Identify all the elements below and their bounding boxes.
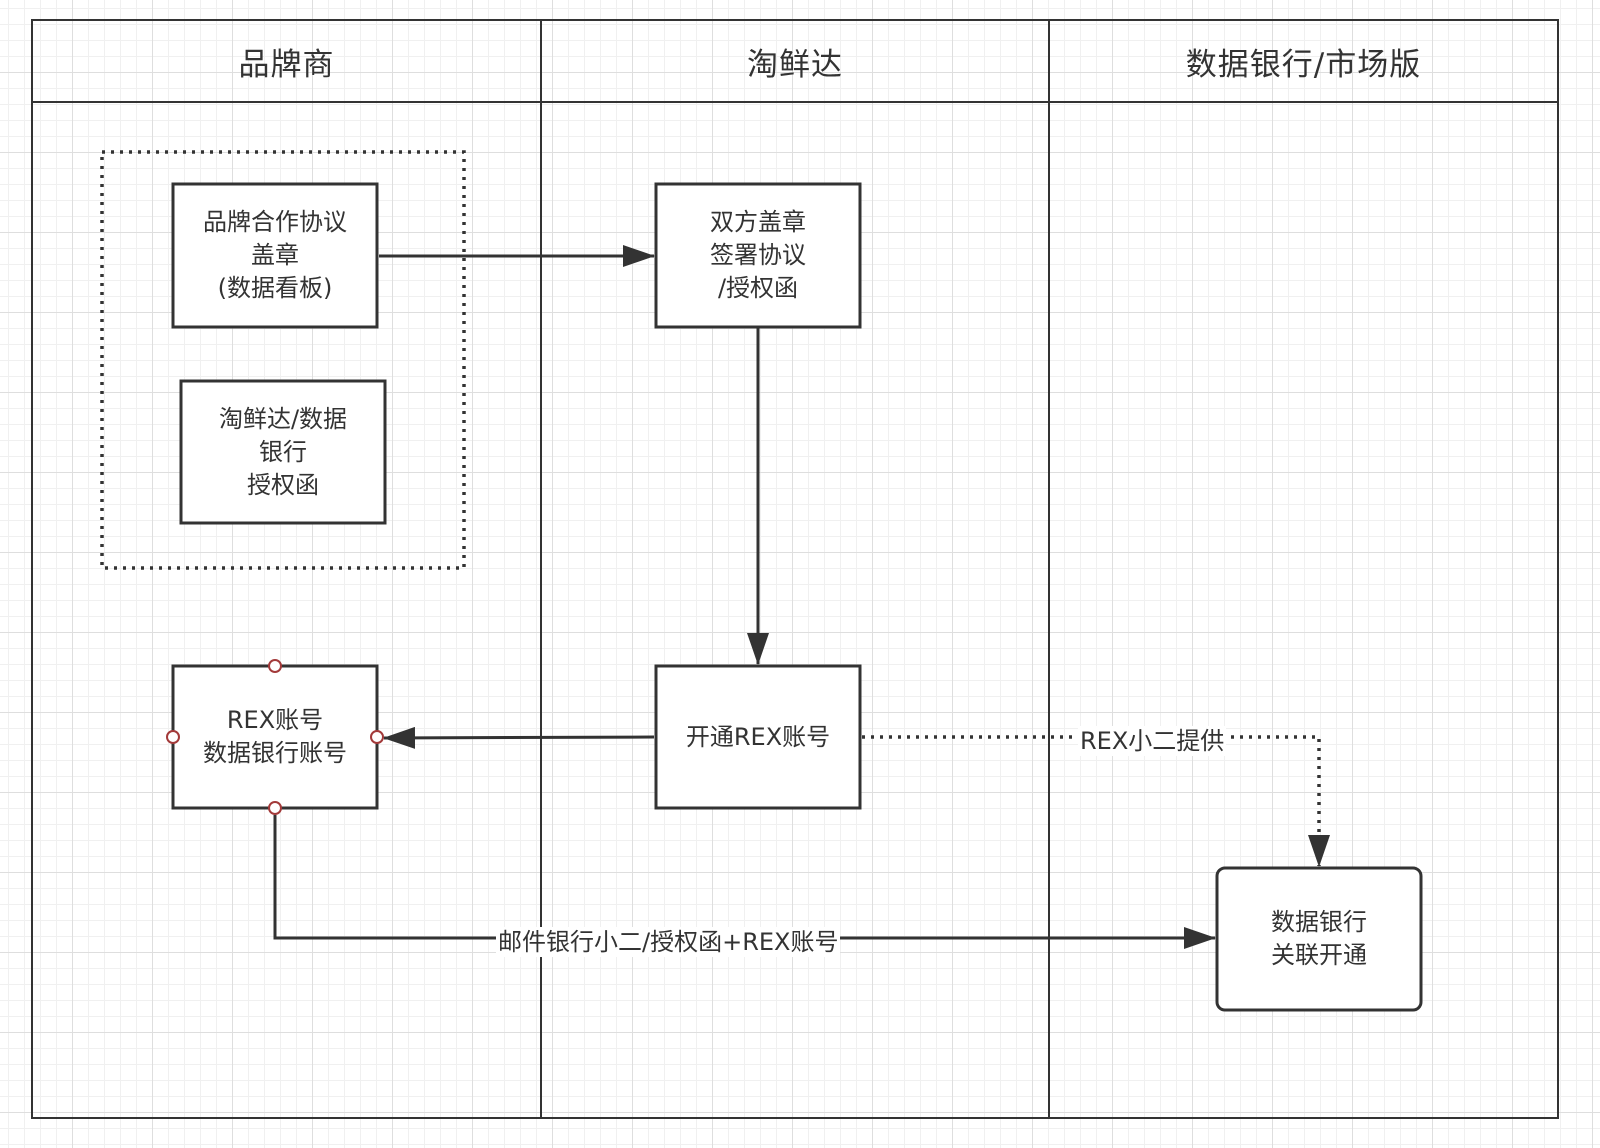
node-bilateral-sign[interactable]: 双方盖章 签署协议 /授权函	[658, 186, 858, 325]
port-top[interactable]	[268, 659, 282, 673]
edge-rex-provided	[862, 735, 1330, 867]
lane-header-databank: 数据银行/市场版	[1185, 46, 1422, 83]
node-authorization-letter[interactable]: 淘鲜达/数据 银行 授权函	[183, 383, 383, 521]
port-right[interactable]	[370, 730, 384, 744]
edge-label-email: 邮件银行小二/授权函+REX账号	[496, 927, 841, 957]
edge-open-rex-to-account	[383, 726, 655, 749]
lane-header-brand: 品牌商	[238, 46, 335, 83]
node-databank-link[interactable]: 数据银行 关联开通	[1221, 872, 1417, 1006]
edge-label-rex-provided: REX小二提供	[1078, 726, 1227, 756]
lane-header-taoxianda: 淘鲜达	[747, 46, 843, 83]
node-open-rex[interactable]: 开通REX账号	[658, 668, 858, 806]
document-group	[100, 150, 466, 570]
edge-email-to-databank	[273, 815, 1216, 949]
pool-frame	[31, 19, 1559, 1119]
node-rex-account[interactable]: REX账号 数据银行账号	[175, 668, 375, 806]
node-agreement-stamp[interactable]: 品牌合作协议 盖章 (数据看板)	[175, 186, 375, 325]
port-left[interactable]	[166, 730, 180, 744]
port-bottom[interactable]	[268, 801, 282, 815]
